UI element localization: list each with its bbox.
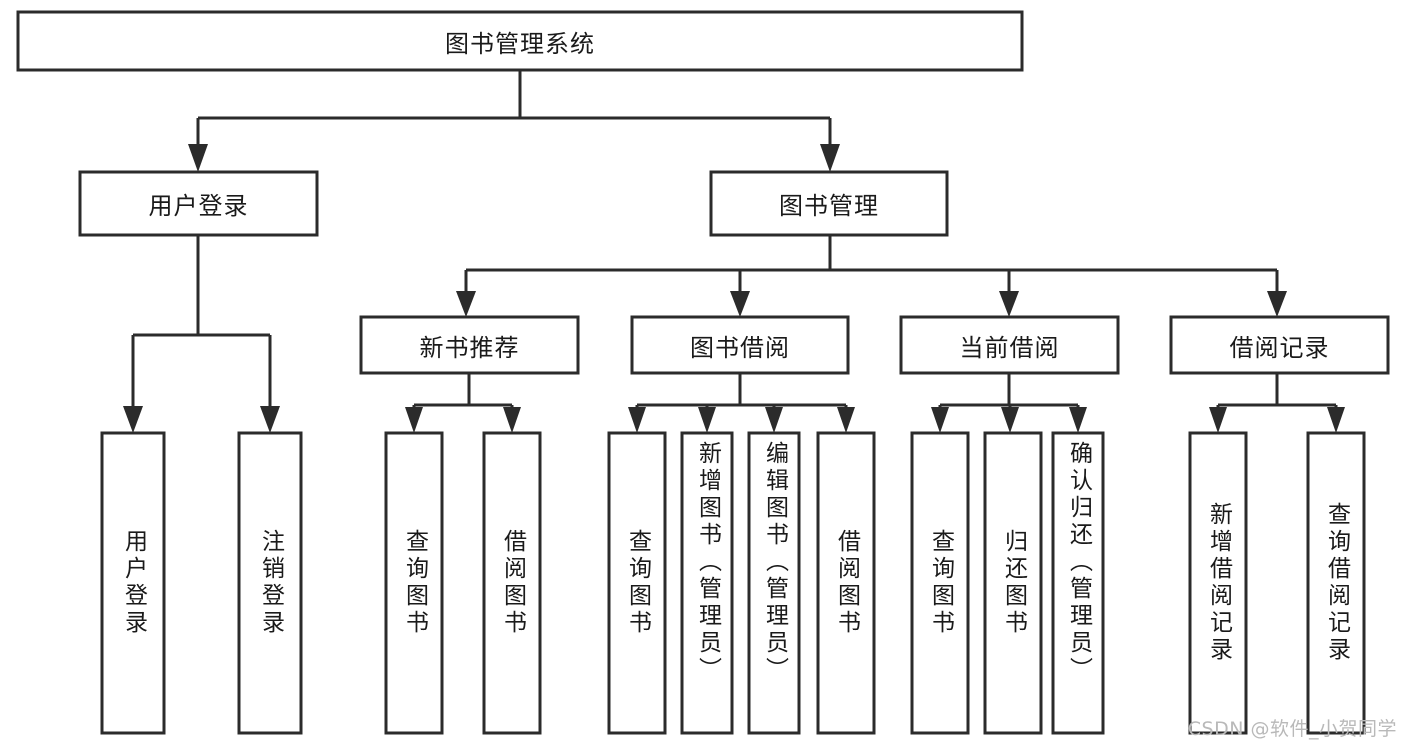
node-book-borrow-box[interactable] <box>630 315 850 375</box>
leaf-box-borrow-book-rec[interactable] <box>482 431 542 735</box>
node-borrow-record-box[interactable] <box>1169 315 1390 375</box>
leaf-box-logout[interactable] <box>237 431 303 735</box>
leaf-box-user-login[interactable] <box>100 431 166 735</box>
arrowhead-to-book-borrow <box>730 291 750 317</box>
arrowhead-bookborrow-leaf4 <box>837 407 855 433</box>
node-current-borrow-box[interactable] <box>899 315 1120 375</box>
leaf-box-add-borrow-record[interactable] <box>1188 431 1248 735</box>
arrowhead-newbook-leaf2 <box>503 407 521 433</box>
arrowhead-bookborrow-leaf3 <box>765 407 783 433</box>
node-book-management-box[interactable] <box>709 170 949 237</box>
leaf-box-return-book[interactable] <box>983 431 1043 735</box>
arrowhead-to-book-mgmt <box>820 144 840 172</box>
arrowhead-to-borrow-record <box>1267 291 1287 317</box>
arrowhead-currentborrow-leaf1 <box>931 407 949 433</box>
arrowhead-currentborrow-leaf3 <box>1069 407 1087 433</box>
leaf-box-query-book-current[interactable] <box>910 431 970 735</box>
node-root-box[interactable] <box>16 10 1024 72</box>
arrowhead-userlogin-leaf2 <box>260 406 280 433</box>
arrowhead-borrowrecord-leaf2 <box>1327 407 1345 433</box>
leaf-box-edit-book-admin[interactable] <box>747 431 801 735</box>
arrowhead-to-new-book-rec <box>456 291 476 317</box>
leaf-box-add-book-admin[interactable] <box>680 431 734 735</box>
leaf-box-confirm-return-admin[interactable] <box>1051 431 1105 735</box>
leaf-box-query-book-rec[interactable] <box>384 431 444 735</box>
leaf-box-query-borrow-record[interactable] <box>1306 431 1366 735</box>
node-user-login-box[interactable] <box>78 170 319 237</box>
leaf-box-borrow-book[interactable] <box>816 431 876 735</box>
arrowhead-borrowrecord-leaf1 <box>1209 407 1227 433</box>
leaf-box-query-book-borrow[interactable] <box>607 431 667 735</box>
arrowhead-bookborrow-leaf2 <box>698 407 716 433</box>
arrowhead-newbook-leaf1 <box>405 407 423 433</box>
arrowhead-to-current-borrow <box>999 291 1019 317</box>
arrowhead-userlogin-leaf1 <box>123 406 143 433</box>
node-new-book-recommend-box[interactable] <box>359 315 580 375</box>
arrowhead-bookborrow-leaf1 <box>628 407 646 433</box>
arrowhead-to-user-login <box>188 144 208 172</box>
arrowhead-currentborrow-leaf2 <box>1001 407 1019 433</box>
